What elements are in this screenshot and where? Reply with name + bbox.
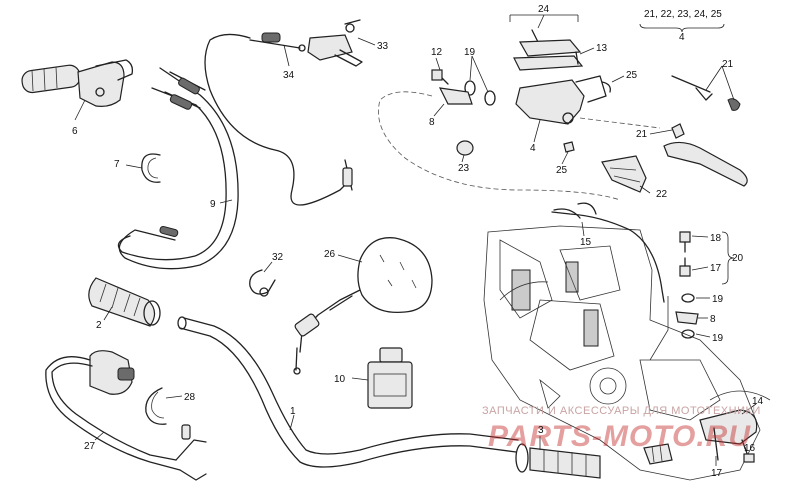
callout-25-a: 25 bbox=[626, 70, 638, 81]
callout-33: 33 bbox=[377, 41, 389, 52]
watermark-logo: PARTS-MOTO.RU bbox=[488, 420, 751, 453]
mirror bbox=[293, 237, 433, 375]
callout-25-b: 25 bbox=[556, 165, 568, 176]
lever-cover bbox=[601, 155, 651, 194]
left-grip bbox=[88, 277, 161, 327]
callout-24: 24 bbox=[538, 4, 550, 15]
callout-4-a: 4 bbox=[530, 143, 536, 154]
callout-34: 34 bbox=[283, 70, 295, 81]
callout-20: 20 bbox=[732, 253, 744, 264]
callout-17: 17 bbox=[711, 468, 723, 479]
handlebar bbox=[177, 316, 519, 468]
brake-master-cylinder-group bbox=[378, 14, 661, 201]
callout-9: 9 bbox=[210, 199, 216, 210]
front-brake-lever bbox=[649, 65, 748, 187]
rear-brake-pedal-parts bbox=[643, 403, 758, 466]
hose-fittings-group bbox=[675, 231, 735, 339]
callout-6: 6 bbox=[72, 126, 78, 137]
clip-32 bbox=[249, 261, 276, 297]
callout-2: 2 bbox=[96, 320, 102, 331]
callout-19-b: 19 bbox=[712, 294, 724, 305]
brake-hose-15 bbox=[551, 202, 665, 303]
callout-14: 14 bbox=[752, 396, 764, 407]
callout-21-a: 21 bbox=[722, 59, 734, 70]
throttle-cables bbox=[117, 67, 239, 270]
callout-19-a: 19 bbox=[464, 47, 476, 58]
right-grip bbox=[515, 436, 601, 479]
callout-13: 13 bbox=[596, 43, 608, 54]
callout-15: 15 bbox=[580, 237, 592, 248]
fluid-bottle bbox=[351, 347, 413, 409]
callout-21-b: 21 bbox=[636, 129, 648, 140]
callout-10: 10 bbox=[334, 374, 346, 385]
watermark-text: ЗАПЧАСТИ И АКСЕССУАРЫ ДЛЯ МОТОТЕХНИКИ bbox=[482, 405, 761, 417]
callout-27: 27 bbox=[84, 441, 96, 452]
callout-8-a: 8 bbox=[429, 117, 435, 128]
callout-23: 23 bbox=[458, 163, 470, 174]
clip-part bbox=[125, 153, 161, 183]
callout-19-c: 19 bbox=[712, 333, 724, 344]
kit-bracket bbox=[639, 23, 725, 33]
callout-7: 7 bbox=[114, 159, 120, 170]
rear-brake-lever-bracket bbox=[307, 19, 376, 67]
callout-1: 1 bbox=[290, 406, 296, 417]
engine-outline bbox=[483, 225, 771, 481]
callout-26: 26 bbox=[324, 249, 336, 260]
callout-16: 16 bbox=[744, 443, 756, 454]
clutch-cable bbox=[204, 32, 353, 206]
callout-22: 22 bbox=[656, 189, 668, 200]
callout-4-b: 4 bbox=[679, 32, 685, 43]
kit-label-21-25: 21, 22, 23, 24, 25 bbox=[644, 9, 722, 20]
callout-8-b: 8 bbox=[710, 314, 716, 325]
callout-12: 12 bbox=[431, 47, 443, 58]
left-switch-wiring bbox=[45, 350, 207, 481]
callout-18: 18 bbox=[710, 233, 722, 244]
callout-labels: 6 7 9 34 33 32 26 2 10 28 27 1 3 24 12 1… bbox=[72, 4, 764, 479]
callout-32: 32 bbox=[272, 252, 284, 263]
throttle-grip-assembly bbox=[21, 59, 134, 121]
watermark: ЗАПЧАСТИ И АКСЕССУАРЫ ДЛЯ МОТОТЕХНИКИ PA… bbox=[482, 405, 761, 453]
callout-28: 28 bbox=[184, 392, 196, 403]
callout-3: 3 bbox=[538, 425, 544, 436]
clip-28 bbox=[145, 387, 183, 425]
callout-17-upper: 17 bbox=[710, 263, 722, 274]
